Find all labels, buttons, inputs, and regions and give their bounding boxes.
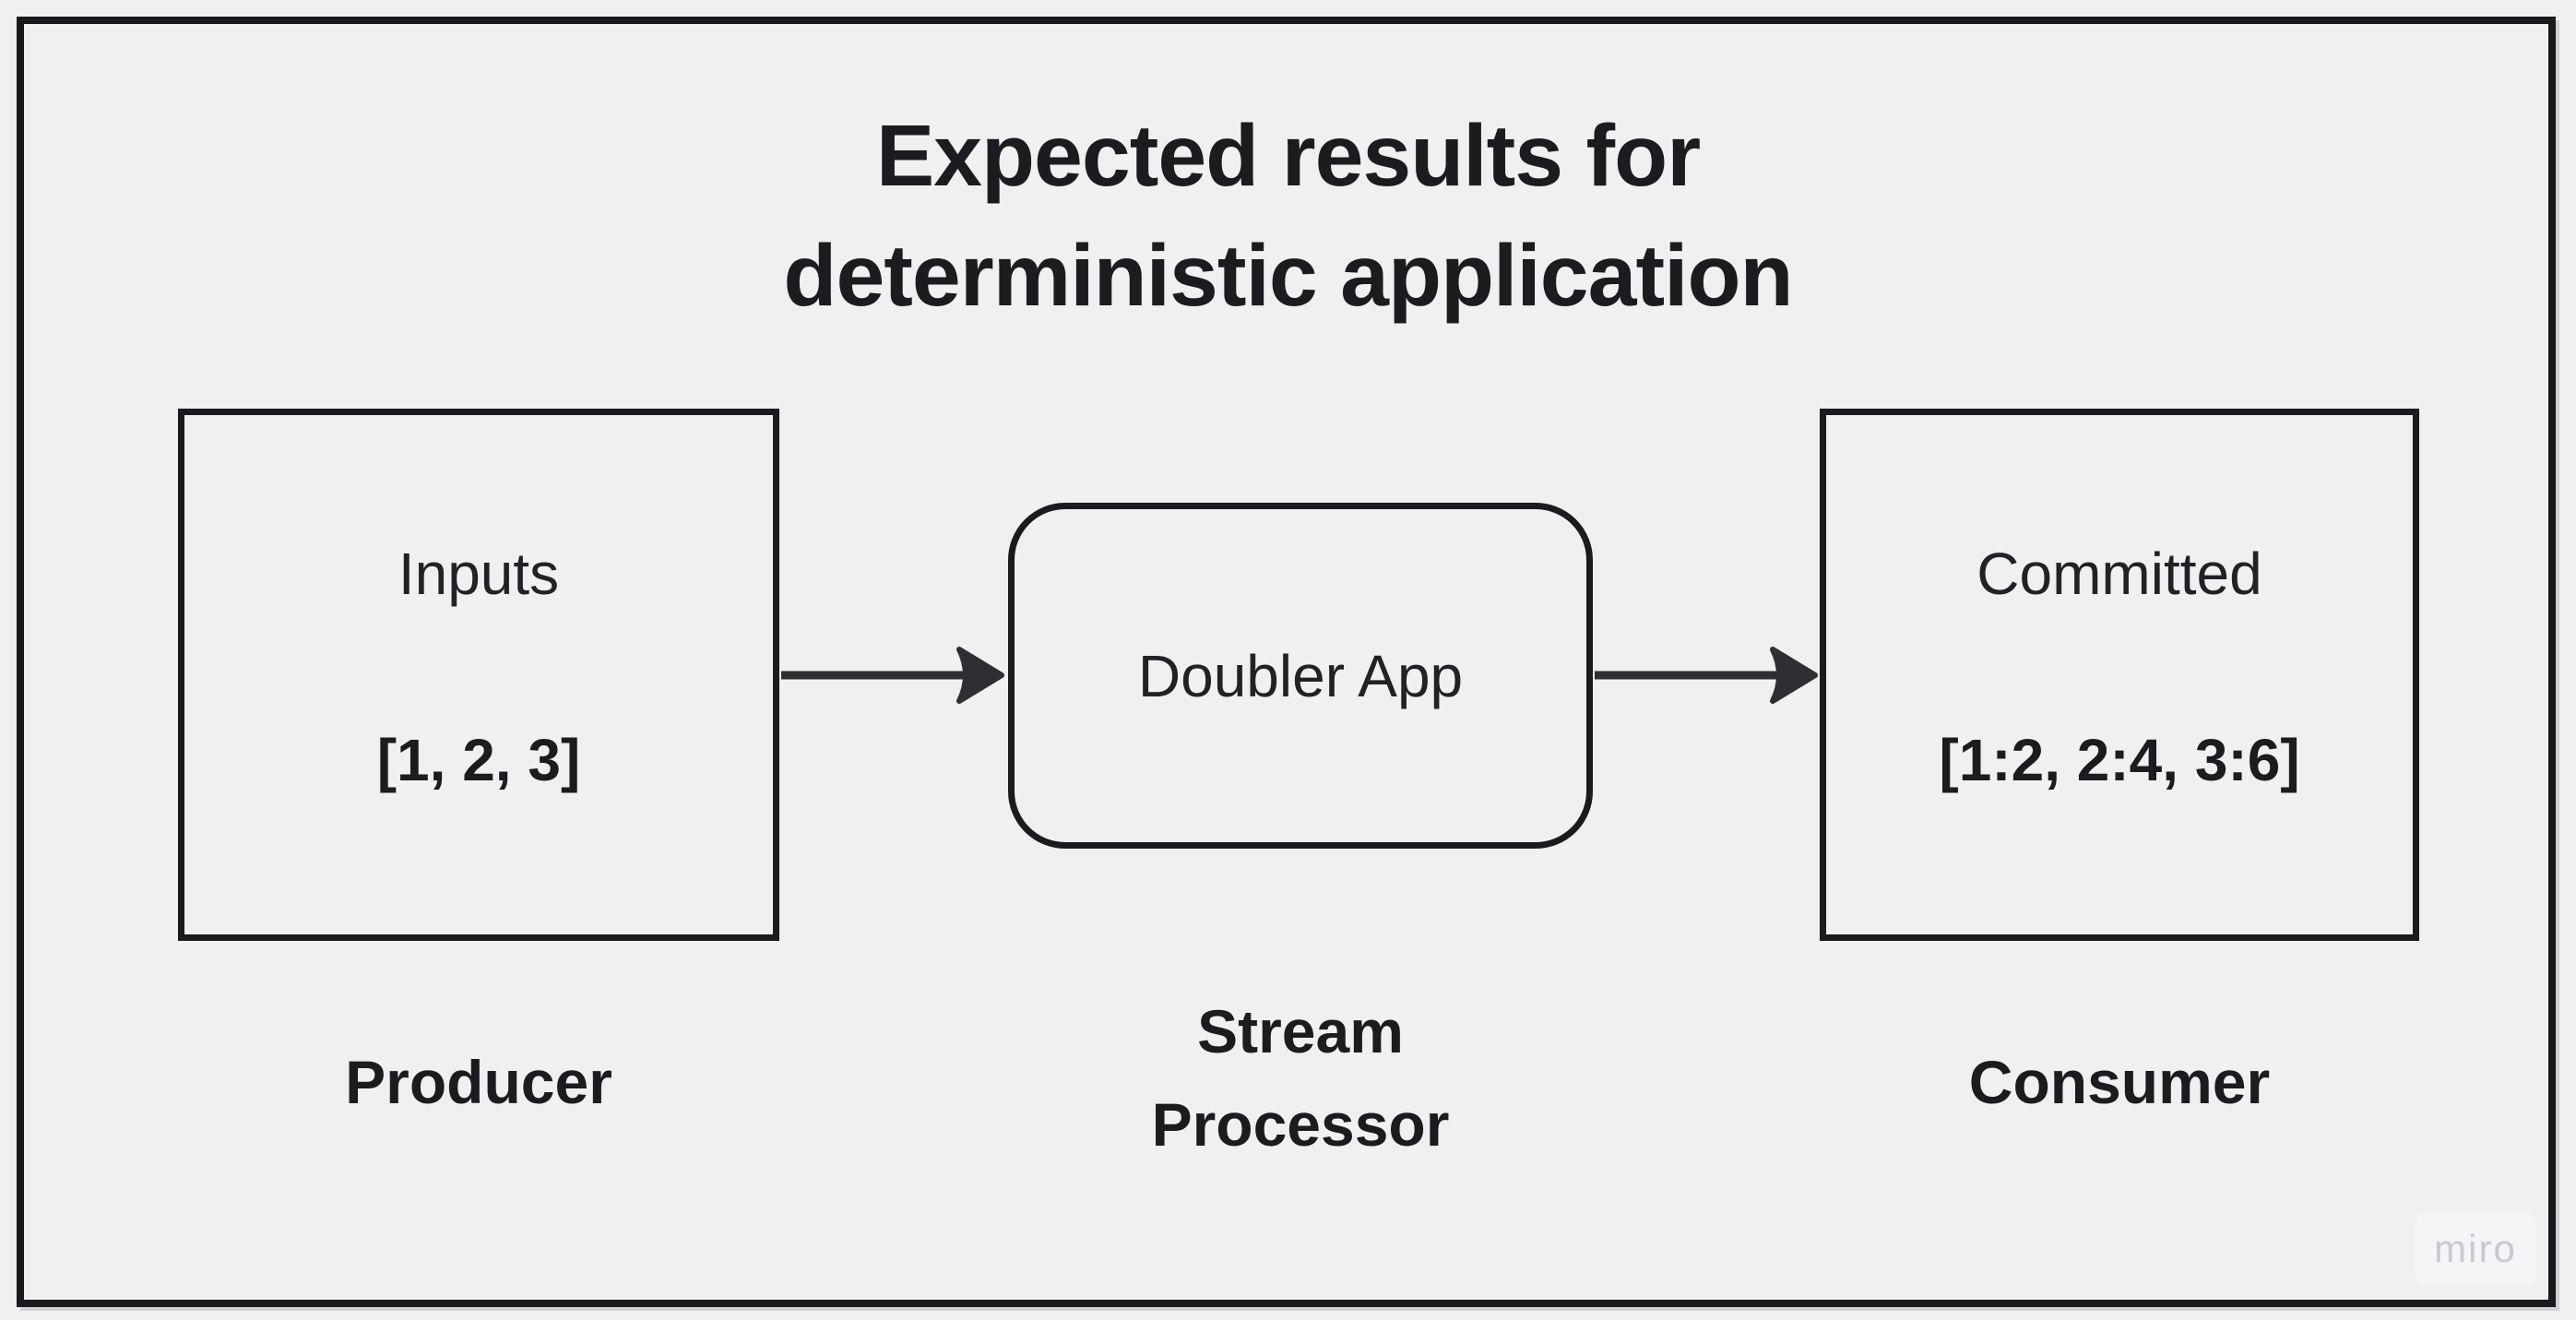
committed-value: [1:2, 2:4, 3:6]: [1939, 727, 2300, 793]
arrow-right-icon: [1595, 647, 1818, 704]
diagram-title: Expected results for deterministic appli…: [783, 107, 1793, 325]
committed-label: Committed: [1977, 541, 2262, 607]
doubler-app-label: Doubler App: [1137, 642, 1464, 709]
producer-node: Inputs [1, 2, 3]: [178, 409, 779, 941]
miro-watermark-label: miro: [2434, 1227, 2517, 1270]
arrow-right-icon: [781, 647, 1004, 704]
diagram-border: [17, 17, 2556, 1307]
inputs-value: [1, 2, 3]: [376, 727, 581, 793]
stream-processor-node: Doubler App: [1008, 503, 1593, 849]
producer-caption: Producer: [345, 1048, 612, 1116]
consumer-caption: Consumer: [1968, 1048, 2271, 1116]
miro-watermark: miro: [2416, 1213, 2535, 1285]
inputs-label: Inputs: [398, 541, 560, 607]
consumer-node: Committed [1:2, 2:4, 3:6]: [1820, 409, 2419, 941]
stream-processor-caption: Stream Processor: [1151, 997, 1450, 1159]
